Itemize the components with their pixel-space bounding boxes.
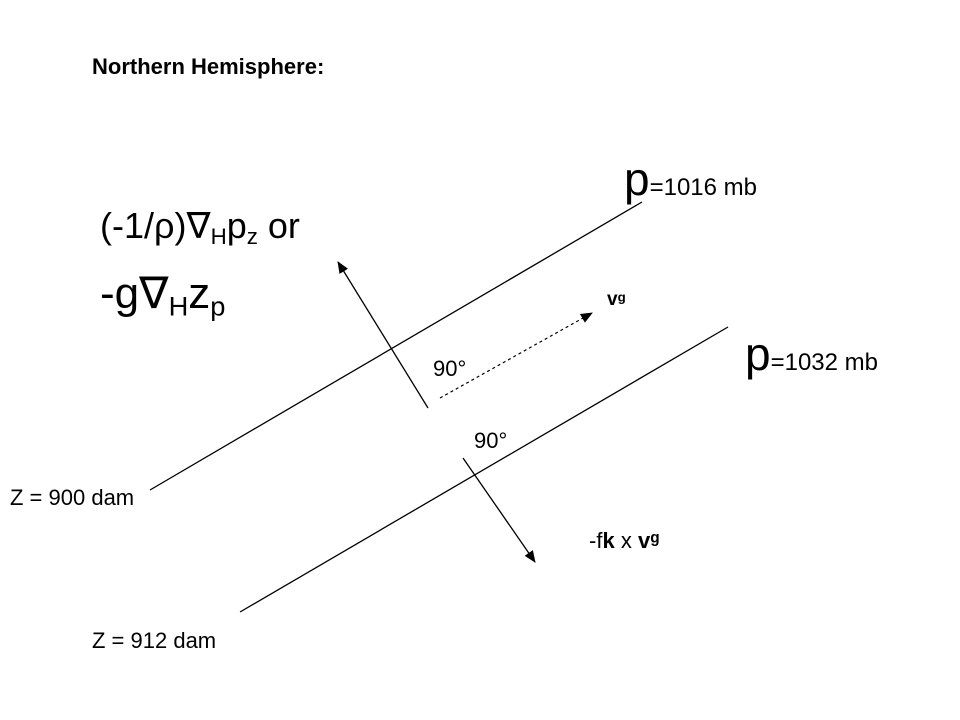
sub-p: p <box>210 290 226 322</box>
isobar-1016-label: p=1016 mb <box>624 156 757 202</box>
contour-900-label: Z = 900 dam <box>10 485 135 510</box>
cor-v-base: v <box>637 528 651 553</box>
sub-h: H <box>210 224 227 250</box>
isobar-1032-symbol: p <box>745 328 771 380</box>
k-symbol: k <box>602 528 615 553</box>
diagram-title: Northern Hemisphere: <box>92 54 325 79</box>
p-symbol: p <box>226 205 247 246</box>
geostrophic-wind-label: vg <box>607 290 626 309</box>
sub-h-2: H <box>168 290 189 322</box>
pressure-gradient-arrow <box>337 261 429 409</box>
cor-prefix: -f <box>589 528 603 553</box>
nabla-symbol: ∇ <box>186 205 211 246</box>
pg-prefix: (-1/ <box>100 205 154 246</box>
neg-g: -g <box>100 269 140 318</box>
cor-v-sup: g <box>650 529 660 547</box>
pressure-gradient-line-1: (-1/ρ)∇Hpz or <box>100 208 300 249</box>
isobar-1032-label: p=1032 mb <box>745 331 878 377</box>
isobar-1016-value: =1016 mb <box>649 174 758 201</box>
sub-z: z <box>246 224 258 250</box>
right-angle-upper: 90° <box>433 356 467 381</box>
rho-symbol: ρ <box>154 205 175 246</box>
geostrophic-wind-arrow <box>439 312 593 399</box>
nabla-symbol-2: ∇ <box>139 269 169 318</box>
right-angle-lower: 90° <box>474 428 508 453</box>
cor-v: vg <box>638 528 660 553</box>
pg-paren: ) <box>174 205 187 246</box>
cor-k: k <box>602 528 614 553</box>
pressure-gradient-line-2: -g∇Hzp <box>100 272 225 320</box>
isobar-1032-value: =1032 mb <box>770 349 879 376</box>
z-symbol: z <box>188 269 211 318</box>
coriolis-label: -fk x vg <box>589 530 660 552</box>
vg-sup: g <box>617 289 626 305</box>
isobar-1032-line <box>239 326 729 613</box>
cor-times: x <box>614 528 638 553</box>
vg-base: v <box>607 289 618 310</box>
isobar-1016-line <box>149 201 643 491</box>
isobar-1016-symbol: p <box>624 153 650 205</box>
contour-912-label: Z = 912 dam <box>92 628 217 653</box>
coriolis-arrow <box>462 457 536 563</box>
or-text: or <box>257 205 300 246</box>
